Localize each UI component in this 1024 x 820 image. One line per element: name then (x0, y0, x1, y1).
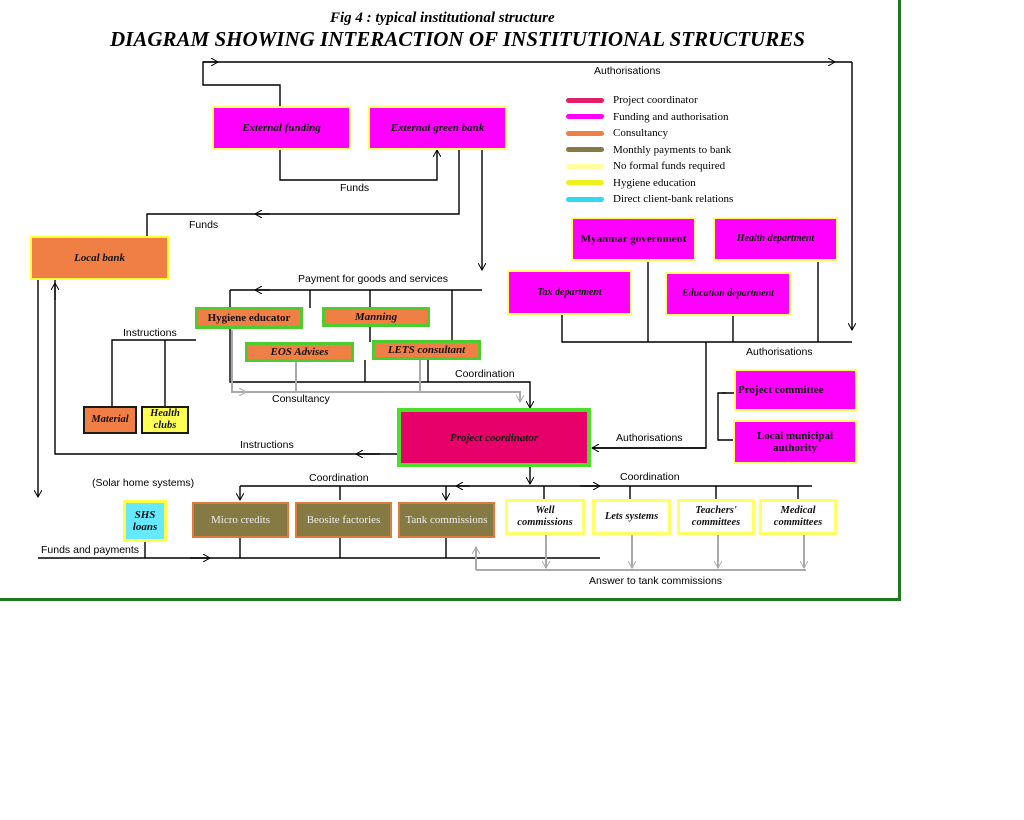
node-micro-credits: Micro credits (192, 502, 289, 538)
label-funds-2: Funds (189, 219, 219, 231)
node-external-green-bank: External green bank (368, 106, 507, 150)
edge-funds-1 (279, 150, 437, 181)
legend-swatch (566, 147, 604, 152)
node-lets-consultant: LETS consultant (372, 340, 481, 360)
node-project-committee-label: Project committee (738, 384, 824, 396)
node-external-funding-label: External funding (242, 122, 321, 134)
node-local-bank-label: Local bank (73, 252, 126, 264)
node-education-department-label: Education department (682, 288, 774, 299)
edge-coordination-1 (229, 326, 530, 408)
node-project-coordinator-label: Project coordinator (449, 431, 539, 444)
label-coordination-3: Coordination (620, 471, 680, 483)
node-material: Material (83, 406, 137, 434)
legend-label: Consultancy (613, 127, 668, 139)
legend-swatch (566, 163, 604, 169)
legend-label: No formal funds required (613, 160, 726, 172)
label-authorisations-mid: Authorisations (616, 432, 683, 444)
legend-swatch (566, 196, 604, 202)
node-myanmar-government-label: Myanmar government (580, 233, 687, 245)
node-eos-advises-label: EOS Advises (270, 346, 329, 358)
label-coordination-1: Coordination (455, 368, 515, 380)
label-funds-payments: Funds and payments (41, 544, 140, 556)
node-lets-systems: Lets systems (592, 499, 671, 535)
node-beosite-factories: Beosite factories (295, 502, 392, 538)
node-external-green-bank-label: External green bank (390, 122, 485, 134)
legend-item: Hygiene education (566, 176, 696, 190)
legend-item: Project coordinator (566, 93, 698, 107)
node-education-department: Education department (665, 272, 791, 316)
node-manning: Manning (322, 307, 430, 327)
edge-funds-2 (146, 150, 460, 236)
node-local-municipal-authority: Local municipal authority (733, 420, 857, 464)
node-tax-department-label: Tax department (537, 286, 602, 298)
node-micro-credits-label: Micro credits (211, 514, 270, 526)
node-project-committee: Project committee (734, 369, 857, 411)
node-hygiene-educator-label: Hygiene educator (207, 312, 291, 324)
edge-consultancy (231, 330, 520, 402)
node-medical-committees-label: Medical committees (773, 505, 823, 528)
label-solar-home-systems: (Solar home systems) (92, 477, 195, 489)
node-teachers-committees: Teachers' committees (677, 499, 755, 535)
figure-caption: Fig 4 : typical institutional structure (330, 10, 555, 26)
node-material-label: Material (91, 414, 129, 425)
node-well-commissions-label: Well commissions (517, 505, 573, 528)
legend-swatch (566, 97, 604, 103)
legend-item: Direct client-bank relations (566, 192, 733, 206)
label-answer-tank: Answer to tank commissions (589, 575, 723, 587)
legend-item: Funding and authorisation (566, 110, 729, 124)
diagram-frame (0, 0, 901, 601)
label-payment-goods: Payment for goods and services (298, 273, 448, 285)
label-funds-1: Funds (340, 182, 370, 194)
node-medical-committees: Medical committees (759, 499, 837, 535)
node-health-department: Health department (713, 217, 838, 261)
legend-label: Project coordinator (613, 94, 698, 106)
node-local-bank: Local bank (30, 236, 169, 280)
label-consultancy: Consultancy (272, 393, 330, 405)
label-instructions-1: Instructions (123, 327, 177, 339)
edge-authorisations-top (202, 62, 835, 107)
node-shs-loans-label: SHS loans (132, 509, 158, 533)
legend-label: Hygiene education (613, 176, 696, 189)
legend-label: Funding and authorisation (613, 110, 729, 123)
node-well-commissions: Well commissions (505, 499, 585, 535)
legend-label: Direct client-bank relations (613, 193, 734, 205)
node-teachers-committees-label: Teachers' committees (691, 505, 741, 528)
node-external-funding: External funding (212, 106, 351, 150)
label-coordination-2: Coordination (309, 472, 369, 484)
node-tax-department: Tax department (507, 270, 632, 315)
legend-swatch (566, 130, 604, 136)
label-authorisations-right: Authorisations (746, 346, 813, 358)
legend-label: Monthly payments to bank (613, 143, 732, 156)
diagram-title: DIAGRAM SHOWING INTERACTION OF INSTITUTI… (110, 27, 805, 51)
node-lets-systems-label: Lets systems (604, 511, 659, 522)
legend-swatch (566, 114, 604, 119)
node-myanmar-government: Myanmar government (571, 217, 696, 261)
node-project-coordinator: Project coordinator (397, 408, 591, 467)
label-instructions-2: Instructions (240, 439, 294, 451)
label-authorisations-top: Authorisations (594, 65, 661, 77)
node-beosite-factories-label: Beosite factories (306, 514, 381, 526)
node-tank-commissions: Tank commissions (398, 502, 495, 538)
legend-item: Consultancy (566, 126, 668, 140)
node-health-department-label: Health department (736, 233, 815, 244)
edge-instructions-1 (111, 339, 196, 407)
node-hygiene-educator: Hygiene educator (195, 307, 303, 329)
legend-item: Monthly payments to bank (566, 143, 731, 157)
legend-swatch (566, 180, 604, 185)
node-tank-commissions-label: Tank commissions (405, 514, 488, 526)
node-manning-label: Manning (354, 311, 398, 323)
node-shs-loans: SHS loans (123, 500, 167, 542)
node-lets-consultant-label: LETS consultant (387, 344, 466, 356)
node-health-clubs-label: Health clubs (150, 408, 180, 431)
node-eos-advises: EOS Advises (245, 342, 354, 362)
node-local-municipal-authority-label: Local municipal authority (756, 430, 834, 454)
legend-item: No formal funds required (566, 159, 725, 173)
node-health-clubs: Health clubs (141, 406, 189, 434)
